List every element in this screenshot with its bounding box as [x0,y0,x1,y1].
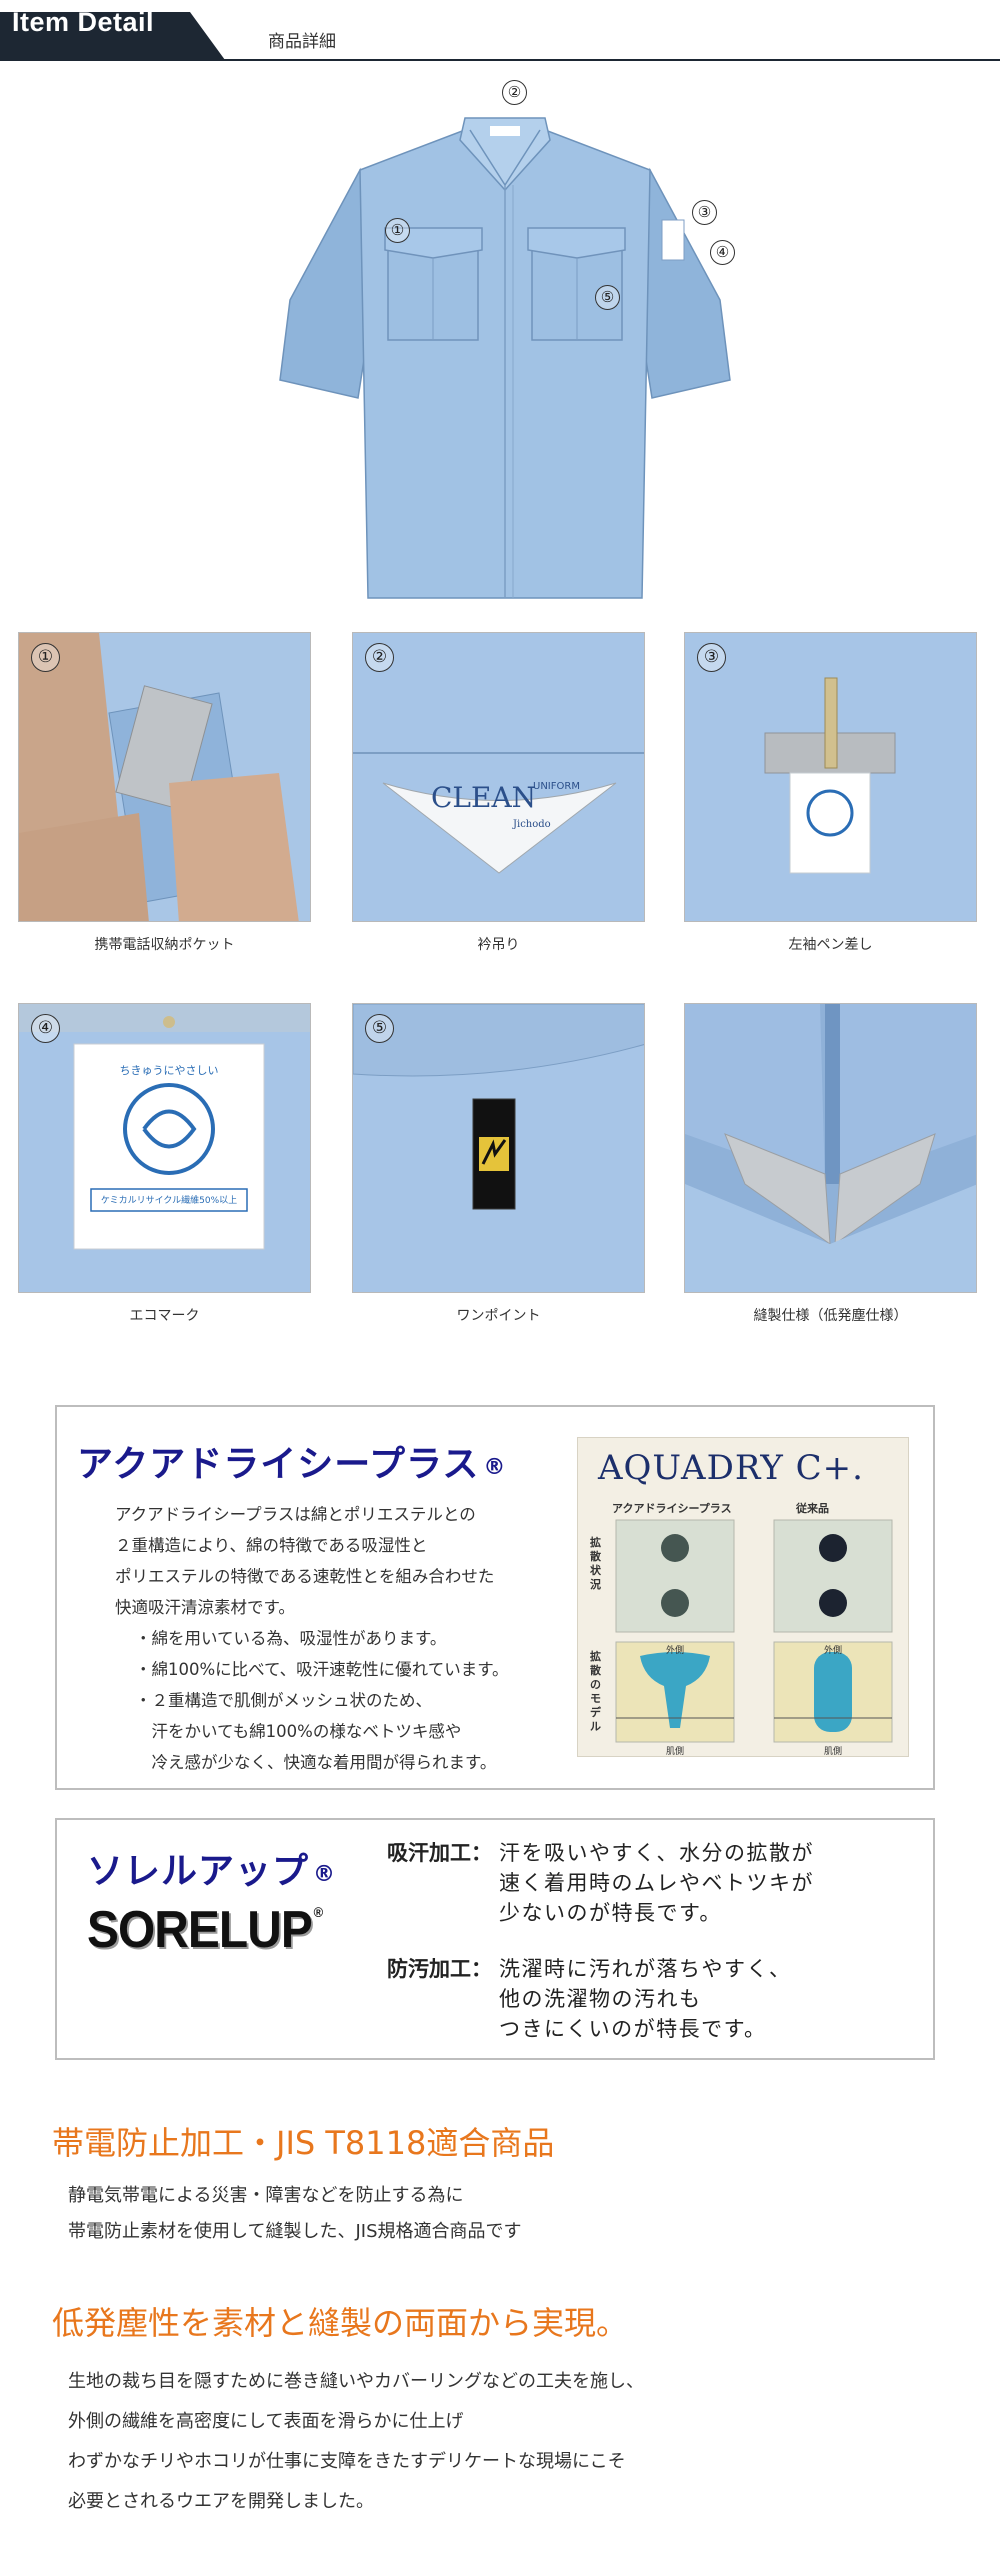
eco-label-bottom: ケミカルリサイクル繊維50%以上 [100,1196,238,1206]
aquadry-title: アクアドライシープラス® [77,1444,507,1485]
detail-caption: ワンポイント [456,1308,541,1324]
antistatic-heading: 帯電防止加工・JIS T8118適合商品 [52,2124,555,2162]
sorelup-section: ソレルアップ® SORELUP® 吸汗加工： 汗を吸いやすく、水分の拡散が 速く… [55,1818,935,2060]
header-subtitle: 商品詳細 [268,32,336,52]
detail-image-one-point: ⑤ [352,1003,645,1293]
callout-3: ③ [692,200,717,225]
figure-col-left: アクアドライシープラス [612,1502,732,1515]
figure-skin-label: 肌側 [824,1747,843,1757]
figure-row2-label: 拡散のモデル [590,1650,601,1733]
figure-col-right: 従来品 [796,1502,829,1515]
aquadry-figure: AQUADRY C+. アクアドライシープラス 従来品 拡散状況 拡散のモデル … [577,1437,909,1757]
eco-label-top: ちきゅうにやさしい [119,1064,219,1077]
detail-image-pocket: ① [18,632,311,922]
detail-number: ① [31,643,60,672]
sorelup-logo: SORELUP® [87,1901,323,1959]
detail-caption: 衿吊り [477,937,520,953]
detail-caption: 携帯電話収納ポケット [94,937,235,953]
detail-caption: 縫製仕様（低発塵仕様） [753,1308,908,1324]
figure-skin-label: 肌側 [666,1747,685,1757]
aquadry-bullets: ・綿を用いている為、吸湿性があります。 ・綿100%に比べて、吸汗速乾性に優れて… [135,1629,509,1772]
callout-5: ⑤ [595,285,620,310]
detail-caption: 左袖ペン差し [788,937,873,953]
collar-tag-text: CLEAN [431,781,537,814]
low-dust-heading: 低発塵性を素材と縫製の両面から実現。 [52,2304,629,2342]
detail-number: ⑤ [365,1014,394,1043]
header-divider [0,59,1000,61]
page-header: Item Detail 商品詳細 [0,0,1000,62]
detail-number: ④ [31,1014,60,1043]
callout-2: ② [502,80,527,105]
low-dust-description: 生地の裁ち目を隠すために巻き縫いやカバーリングなどの工夫を施し、 外側の繊維を高… [68,2371,644,2512]
antistatic-description: 静電気帯電による災害・障害などを防止する為に 帯電防止素材を使用して縫製した、J… [68,2185,522,2242]
detail-number: ③ [697,643,726,672]
figure-outer-label: 外側 [666,1646,685,1656]
callout-4: ④ [710,240,735,265]
detail-image-collar-hanger: ② CLEAN UNIFORM Jichodo [352,632,645,922]
figure-outer-label: 外側 [824,1646,843,1656]
main-product-image: ② ① ③ ④ ⑤ [270,80,740,605]
aquadry-description: アクアドライシープラスは綿とポリエステルとの ２重構造により、綿の特徴である吸湿… [115,1505,495,1617]
aquadry-logo: AQUADRY C+. [598,1448,864,1488]
collar-tag-brand: Jichodo [513,819,551,830]
detail-image-sewing-spec [684,1003,977,1293]
detail-caption: エコマーク [129,1308,200,1324]
detail-number: ② [365,643,394,672]
figure-row1-label: 拡散状況 [590,1536,601,1591]
collar-tag-sub: UNIFORM [533,781,580,792]
detail-image-pen-holder: ③ [684,632,977,922]
item-detail-tab [0,12,225,60]
sorelup-title: ソレルアップ® [87,1851,337,1892]
detail-image-eco-mark: ④ ちきゅうにやさしい ケミカルリサイクル繊維50%以上 [18,1003,311,1293]
item-detail-label: Item Detail [12,7,155,37]
callout-1: ① [385,218,410,243]
aquadry-section: アクアドライシープラス® アクアドライシープラスは綿とポリエステルとの ２重構造… [55,1405,935,1790]
